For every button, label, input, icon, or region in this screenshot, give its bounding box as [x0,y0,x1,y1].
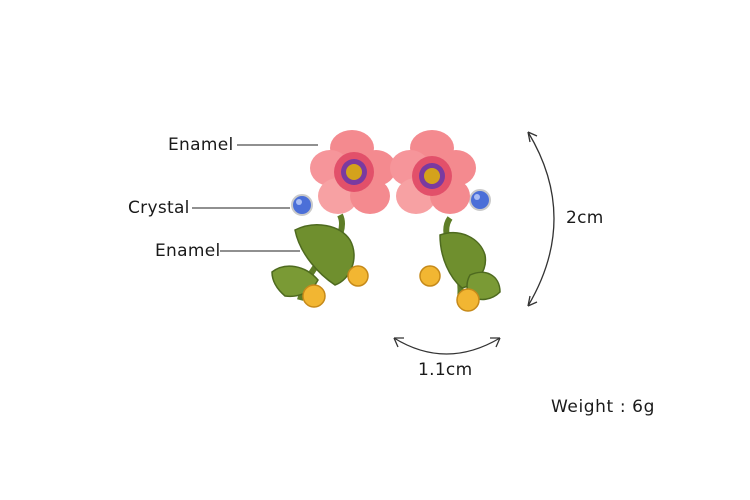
height-dimension-arc [527,131,555,307]
width-dimension-label: 1.1cm [418,360,473,380]
callout-label-crystal: Crystal [128,198,190,218]
height-dimension-label: 2cm [566,208,604,228]
right-earring [390,130,501,312]
weight-label: Weight : 6g [551,397,655,417]
callout-label-enamel-top: Enamel [168,135,234,155]
width-dimension-arc [393,337,501,355]
callout-label-enamel-bottom: Enamel [155,241,221,261]
left-earring [271,130,396,308]
